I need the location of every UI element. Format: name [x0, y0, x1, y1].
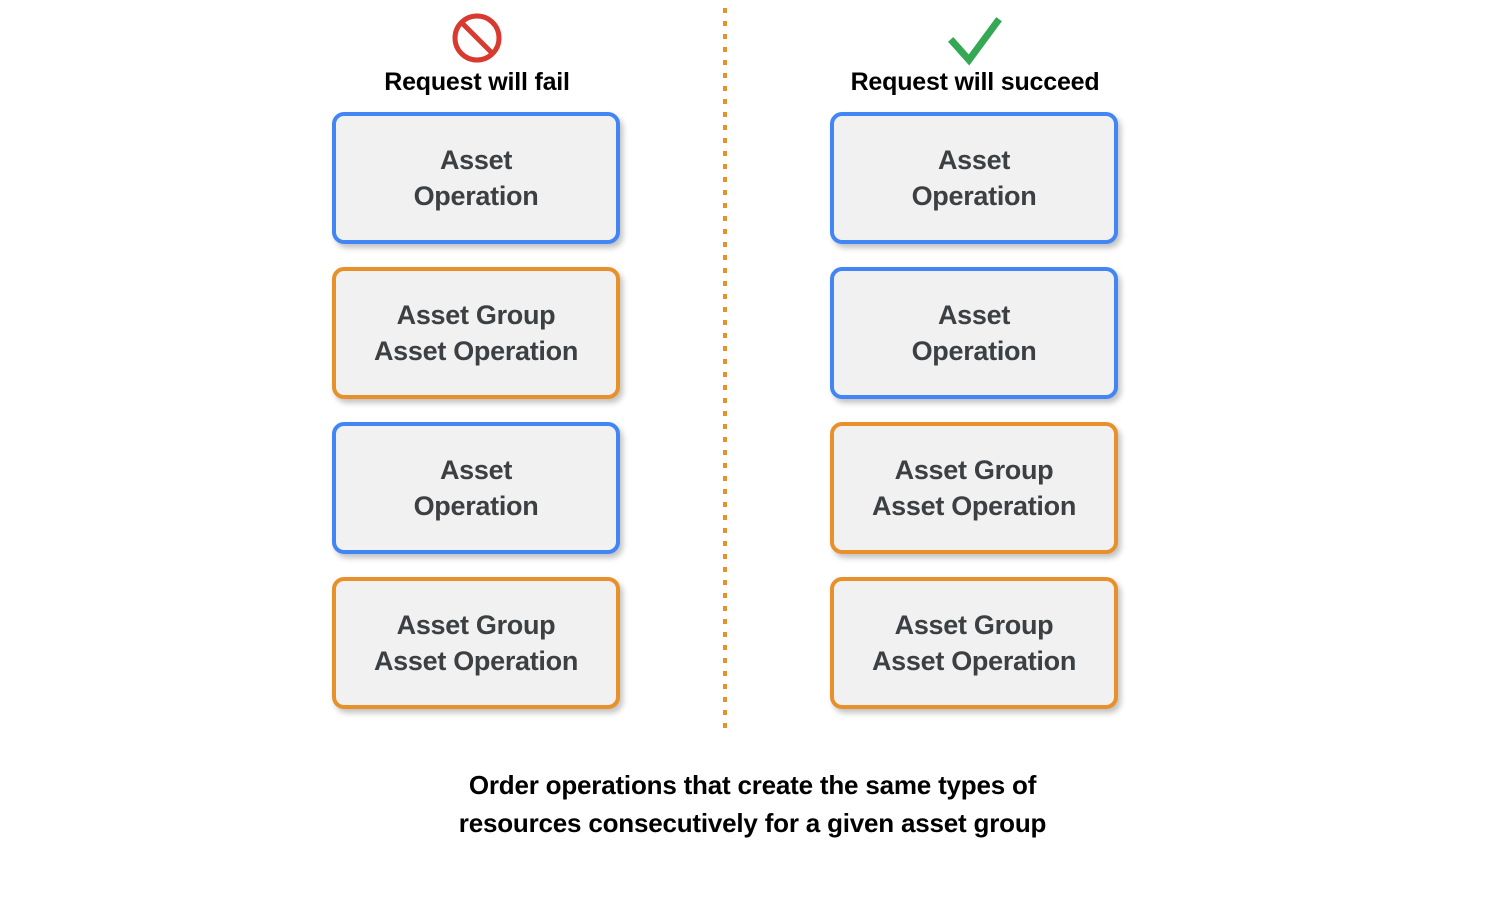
operation-box: Asset Operation — [830, 112, 1118, 244]
column-header-succeed: Request will succeed — [830, 10, 1120, 97]
operation-box: Asset Group Asset Operation — [332, 577, 620, 709]
operation-list-fail: Asset Operation Asset Group Asset Operat… — [332, 112, 622, 732]
operation-box-label: Asset Operation — [413, 145, 539, 211]
operation-box-label: Asset Operation — [911, 300, 1037, 366]
column-header-label-succeed: Request will succeed — [850, 68, 1100, 96]
operation-box-label: Asset Group Asset Operation — [871, 455, 1077, 521]
operation-box-label: Asset Operation — [911, 145, 1037, 211]
operation-box-label: Asset Group Asset Operation — [373, 300, 579, 366]
operation-box-label: Asset Group Asset Operation — [871, 610, 1077, 676]
column-header-fail: Request will fail — [332, 10, 622, 97]
diagram-caption: Order operations that create the same ty… — [458, 770, 1047, 838]
operation-list-succeed: Asset Operation Asset Operation Asset Gr… — [830, 112, 1120, 732]
column-divider — [723, 8, 727, 736]
operation-box: Asset Group Asset Operation — [332, 267, 620, 399]
operation-box: Asset Operation — [332, 112, 620, 244]
operation-box: Asset Operation — [332, 422, 620, 554]
operation-box: Asset Group Asset Operation — [830, 422, 1118, 554]
operation-box: Asset Operation — [830, 267, 1118, 399]
operation-box-label: Asset Group Asset Operation — [373, 610, 579, 676]
column-header-label-fail: Request will fail — [384, 68, 570, 96]
operation-box: Asset Group Asset Operation — [830, 577, 1118, 709]
prohibition-icon — [332, 10, 622, 66]
operation-box-label: Asset Operation — [413, 455, 539, 521]
checkmark-icon — [830, 10, 1120, 66]
